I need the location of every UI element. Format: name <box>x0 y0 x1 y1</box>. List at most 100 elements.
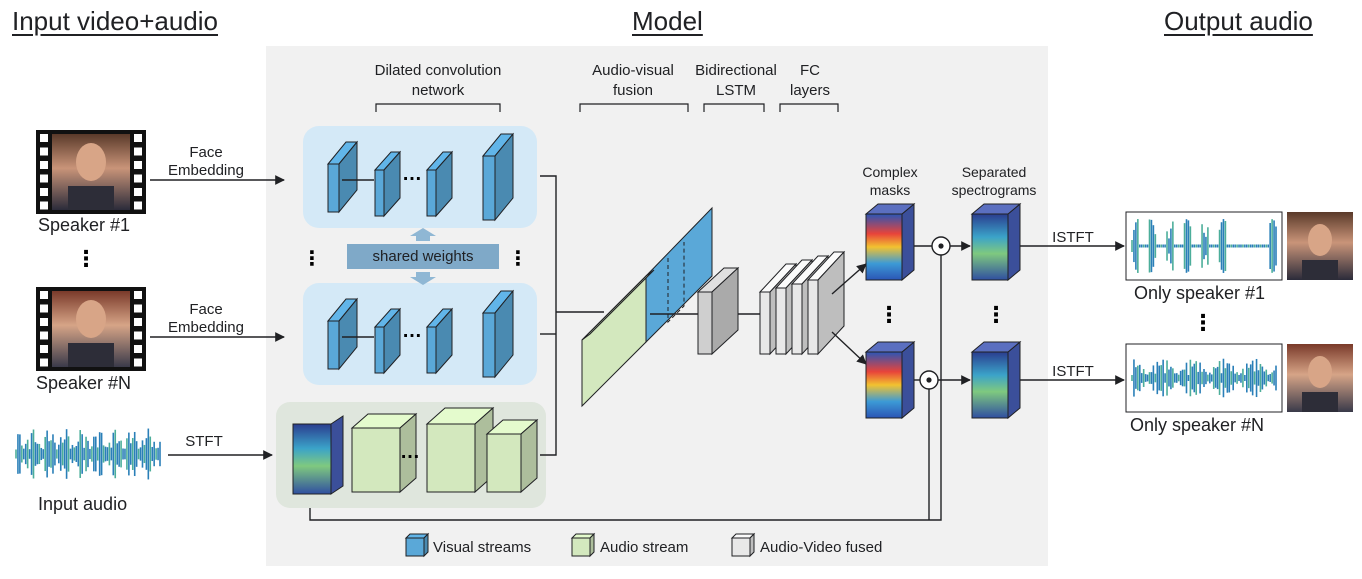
legend-fused-label: Audio-Video fused <box>760 539 883 556</box>
film-hole <box>40 134 48 142</box>
speaker-1-film-strip <box>36 130 146 214</box>
av-fusion-label-line1: Audio-visual <box>592 62 674 79</box>
bilstm-label-line2: LSTM <box>715 82 756 99</box>
input-spectrogram-feed-1 <box>309 255 942 521</box>
fc-layer-4 <box>806 250 846 356</box>
separated-spectrogram-1 <box>970 202 1022 282</box>
separated-spectrograms-label-line2: spectrograms <box>951 182 1037 198</box>
ellipsis-vertical-masks: ⋮ <box>878 302 900 327</box>
visual-1-conv-block-1 <box>326 140 359 214</box>
ellipsis-vertical-outputs: ⋮ <box>1192 310 1214 335</box>
visual-1-conv-block-2 <box>373 150 402 218</box>
av-fusion-bracket <box>579 103 689 112</box>
speaker-n-film-strip <box>36 287 146 371</box>
istft-1-label: ISTFT <box>1052 229 1094 246</box>
visual-2-conv-block-2 <box>373 307 402 375</box>
shared-weights-box <box>347 244 499 269</box>
output-face-speaker-1 <box>1287 212 1353 280</box>
visual-1-conv-block-3 <box>425 150 454 218</box>
fusion-dashed-lines <box>667 242 685 324</box>
ellipsis-horizontal-3: … <box>400 441 420 463</box>
film-hole <box>40 201 48 210</box>
film-hole <box>134 331 142 340</box>
legend-audio-swatch <box>570 532 596 558</box>
face-embedding-1-label-line1: Face <box>189 144 223 161</box>
film-hole <box>134 345 142 353</box>
audio-block-3 <box>485 418 539 494</box>
input-section-title: Input video+audio <box>12 6 219 36</box>
shirt-shape <box>68 186 114 210</box>
legend-fused-swatch <box>730 532 756 558</box>
visual-2-conv-block-4 <box>481 289 515 379</box>
fc-to-mask-n <box>831 331 867 365</box>
film-hole <box>40 188 48 196</box>
output-waveform-speaker-n <box>1125 343 1283 413</box>
istft-2-label: ISTFT <box>1052 363 1094 380</box>
dilated-conv-label-line2: network <box>411 82 465 99</box>
fc-to-mask-1 <box>831 263 867 295</box>
face-embedding-2-label-line2: Embedding <box>168 319 244 336</box>
face-shape <box>1308 356 1332 388</box>
only-speaker-n-label: Only speaker #N <box>1130 415 1265 435</box>
input-spectrogram <box>292 423 332 495</box>
visual-2-conv-block-1 <box>326 297 359 371</box>
ellipsis-vertical-spectrograms: ⋮ <box>985 302 1007 327</box>
input-spectrogram-side <box>330 415 344 495</box>
film-hole <box>134 318 142 326</box>
complex-masks-label-line1: Complex <box>862 164 918 180</box>
fc-bracket <box>779 103 839 112</box>
bilstm-block <box>696 266 740 356</box>
shirt-shape <box>1302 260 1338 280</box>
speaker-1-label: Speaker #1 <box>38 215 131 235</box>
film-hole <box>40 331 48 340</box>
fc-label-line1: FC <box>800 62 820 79</box>
film-hole <box>134 201 142 210</box>
visual-stream-panel-1 <box>303 126 537 228</box>
audio-block-2 <box>425 406 495 494</box>
av-fusion-label-line2: fusion <box>612 82 654 99</box>
film-hole <box>134 358 142 367</box>
only-speaker-1-label: Only speaker #1 <box>1134 283 1266 303</box>
film-hole <box>40 161 48 169</box>
input-audio-waveform <box>15 428 161 480</box>
fusion-visual-slab <box>645 206 713 344</box>
output-waveform-speaker-1 <box>1125 211 1283 281</box>
ellipsis-vertical-right: ⋮ <box>508 248 528 270</box>
film-hole <box>40 318 48 326</box>
shared-weights-arrow-down <box>410 272 436 285</box>
legend-audio-label: Audio stream <box>600 539 689 556</box>
shirt-shape <box>68 343 114 367</box>
film-hole <box>40 345 48 353</box>
separated-spectrograms-label-line1: Separated <box>961 164 1027 180</box>
stream-collector <box>540 175 557 456</box>
output-section-title: Output audio <box>1164 6 1313 36</box>
shirt-shape <box>1302 392 1338 412</box>
film-hole <box>134 134 142 142</box>
face-embedding-2-label-line1: Face <box>189 301 223 318</box>
face-shape <box>76 300 106 338</box>
film-hole <box>134 161 142 169</box>
film-hole <box>40 174 48 183</box>
visual-stream-panel-2 <box>303 283 537 385</box>
dilated-conv-label-line1: Dilated convolution <box>374 62 502 79</box>
multiply-operator-n <box>919 370 939 390</box>
ellipsis-horizontal-2: … <box>402 320 422 342</box>
fc-label-line2: layers <box>789 82 830 99</box>
ellipsis-vertical-left: ⋮ <box>302 248 322 270</box>
film-hole <box>40 291 48 299</box>
audio-block-1 <box>350 412 418 494</box>
film-hole <box>40 304 48 313</box>
speaker-n-label: Speaker #N <box>36 373 132 393</box>
face-embedding-1-label-line2: Embedding <box>168 162 244 179</box>
visual-2-conv-block-3 <box>425 307 454 375</box>
ellipsis-vertical-speakers: ⋮ <box>75 246 97 271</box>
film-hole <box>134 147 142 156</box>
bilstm-bracket <box>703 103 765 112</box>
shared-weights-label: shared weights <box>372 248 474 265</box>
film-hole <box>40 358 48 367</box>
bilstm-label-line1: Bidirectional <box>695 62 777 79</box>
film-hole <box>40 147 48 156</box>
complex-masks-label-line2: masks <box>869 182 911 198</box>
